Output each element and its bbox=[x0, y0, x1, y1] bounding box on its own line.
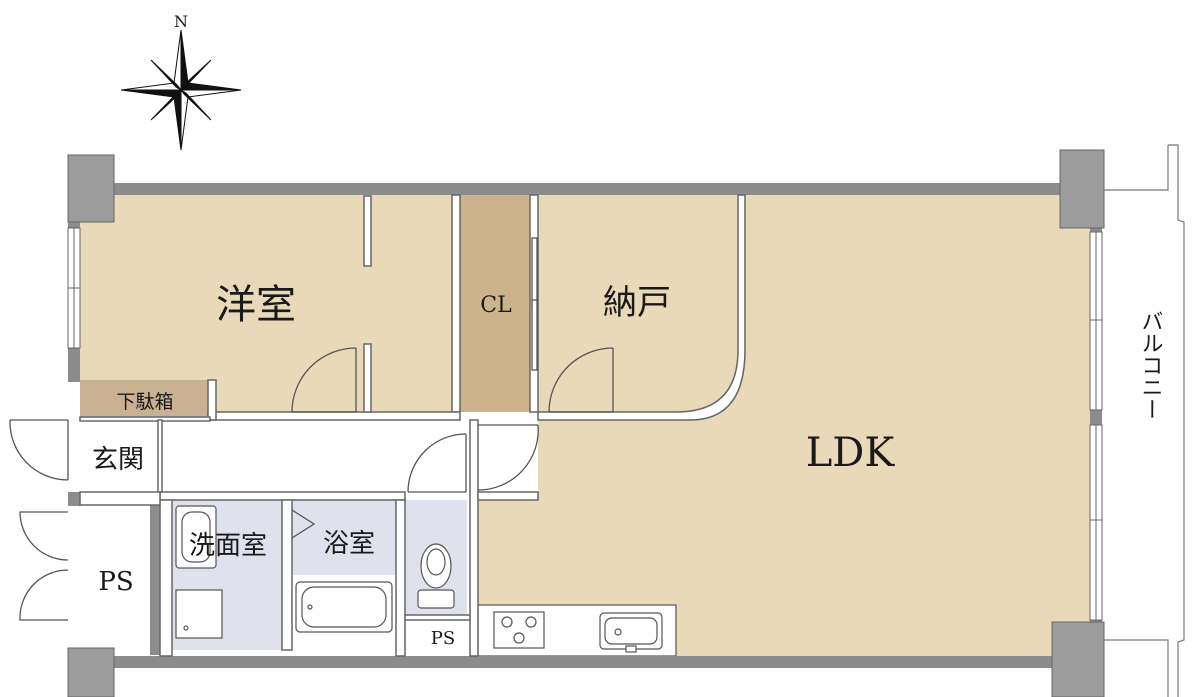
fixtures bbox=[175, 505, 663, 653]
room-label-shoe-box: 下駄箱 bbox=[116, 391, 173, 413]
room-label-storage: 納戸 bbox=[603, 283, 671, 323]
room-label-entrance: 玄関 bbox=[92, 445, 144, 475]
toilet-icon bbox=[417, 543, 455, 609]
washing-machine-icon bbox=[175, 589, 223, 639]
room-label-washroom: 洗面室 bbox=[189, 531, 267, 561]
stove-icon bbox=[493, 611, 545, 649]
balcony-label: バルコニー bbox=[1138, 310, 1163, 420]
room-label-ps-toilet: PS bbox=[431, 628, 455, 649]
washbasin-icon bbox=[175, 505, 217, 569]
doors bbox=[9, 237, 614, 621]
windows bbox=[67, 227, 1103, 621]
room-label-western-room: 洋室 bbox=[216, 282, 296, 328]
room-floors bbox=[80, 195, 1090, 657]
room-label-closet: CL bbox=[480, 293, 512, 318]
kitchen-sink-icon bbox=[599, 612, 663, 653]
room-label-bathroom: 浴室 bbox=[323, 529, 375, 559]
room-label-ldk: LDK bbox=[806, 430, 896, 476]
balcony bbox=[1104, 144, 1185, 697]
structural-columns bbox=[67, 149, 1105, 697]
compass-north-label: N bbox=[174, 12, 188, 31]
room-label-ps-left: PS bbox=[98, 567, 133, 597]
bathtub-icon bbox=[295, 581, 393, 633]
compass-rose-icon: N bbox=[120, 12, 242, 151]
